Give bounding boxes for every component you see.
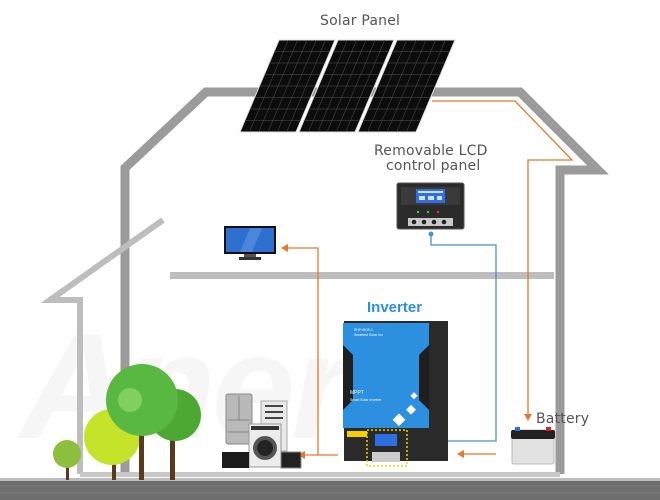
solar-grid-line <box>336 39 376 133</box>
inverter-model-text-2: Smartest Solar Inv <box>354 333 383 337</box>
floor-base <box>80 472 560 477</box>
floor-divider <box>170 272 554 279</box>
battery <box>511 427 555 465</box>
lcd-panel-label-line2: control panel <box>386 158 481 174</box>
tree <box>53 440 81 480</box>
tv-monitor <box>224 226 276 260</box>
trees <box>53 364 201 480</box>
solar-grid-line <box>406 39 446 133</box>
inverter-subtitle-text: Smart Solar Inverter <box>350 398 382 402</box>
home-appliances <box>222 393 302 469</box>
solar-grid-line <box>396 39 436 133</box>
solar-grid-line <box>317 39 357 133</box>
inverter-mppt-text: MPPT <box>350 390 364 396</box>
solar-grid-line <box>308 39 348 133</box>
house-outline <box>120 87 609 474</box>
house-annex <box>40 217 165 474</box>
ground <box>0 478 660 500</box>
solar-grid-line <box>326 39 367 133</box>
solar-grid-line <box>286 39 326 133</box>
lcd-control-panel <box>396 182 465 230</box>
solar-panel <box>239 39 456 133</box>
solar-grid-line <box>367 39 407 133</box>
solar-grid-line <box>345 39 385 133</box>
solar-panel-label: Solar Panel <box>320 13 401 29</box>
power-line-inverter-tv <box>281 244 338 456</box>
solar-grid-line <box>258 39 298 133</box>
solar-grid-line <box>267 39 308 133</box>
tree <box>106 364 178 480</box>
power-line-solar-battery <box>432 100 574 421</box>
inverter-label: Inverter <box>367 299 423 316</box>
solar-grid-line <box>377 39 417 133</box>
lcd-panel-label-line1: Removable LCD <box>374 143 488 159</box>
solar-grid-line <box>386 39 427 133</box>
solar-grid-line <box>249 39 289 133</box>
inverter-unit: MPPT Smart Solar Inverter SHP-5KW-1 Smar… <box>343 321 448 467</box>
battery-label: Battery <box>536 411 590 427</box>
power-line-battery-inverter <box>457 450 496 458</box>
inverter-model-text: SHP-5KW-1 <box>354 328 373 332</box>
solar-grid-line <box>277 39 317 133</box>
